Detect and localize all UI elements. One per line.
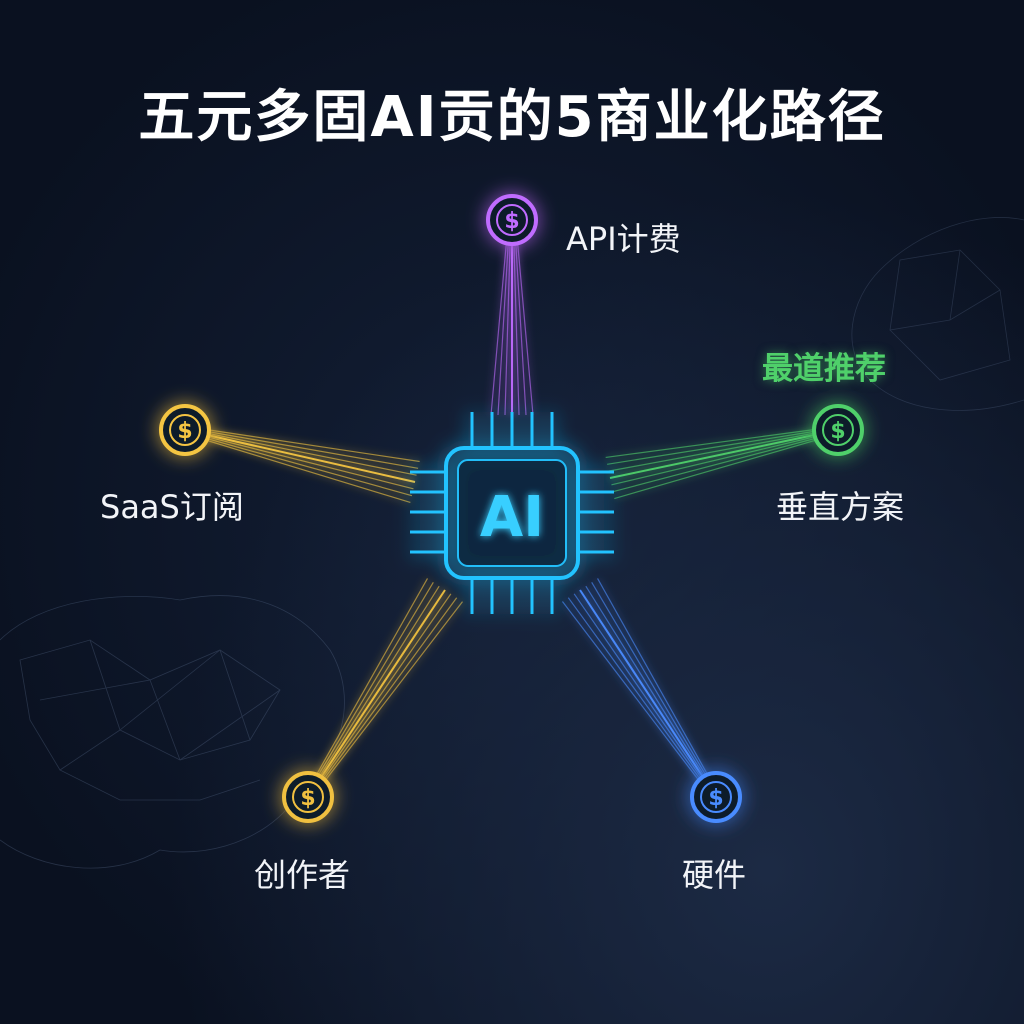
coin-symbol: $ bbox=[177, 419, 192, 444]
brain-network-icon bbox=[0, 595, 345, 869]
beam-saas bbox=[184, 425, 420, 504]
dollar-coin-icon: $ bbox=[159, 404, 211, 456]
ai-chip-label: AI bbox=[480, 485, 544, 550]
page-title: 五元多固AI贡的5商业化路径 bbox=[138, 85, 886, 150]
brain-network-icon bbox=[851, 217, 1024, 411]
beam-api bbox=[490, 219, 534, 416]
dollar-coin-icon: $ bbox=[486, 194, 538, 246]
node-label-creator: 创作者 bbox=[254, 856, 351, 894]
coin-symbol: $ bbox=[300, 786, 315, 811]
coin-symbol: $ bbox=[830, 419, 845, 444]
recommend-badge: 最道推荐 bbox=[762, 351, 886, 387]
connection-beams bbox=[184, 219, 839, 800]
node-label-saas: SaaS订阅 bbox=[100, 488, 244, 526]
dollar-coin-icon: $ bbox=[282, 771, 334, 823]
coin-symbol: $ bbox=[504, 209, 519, 234]
dollar-coin-icon: $ bbox=[690, 771, 742, 823]
dollar-coin-icon: $ bbox=[812, 404, 864, 456]
ai-chip-icon bbox=[410, 412, 614, 614]
beam-creator bbox=[304, 578, 463, 800]
node-label-api: API计费 bbox=[566, 220, 681, 258]
node-label-vertical: 垂直方案 bbox=[776, 488, 905, 526]
beam-hardware bbox=[561, 578, 720, 800]
node-label-hardware: 硬件 bbox=[682, 856, 747, 894]
beam-vertical bbox=[605, 425, 839, 500]
coin-symbol: $ bbox=[708, 786, 723, 811]
